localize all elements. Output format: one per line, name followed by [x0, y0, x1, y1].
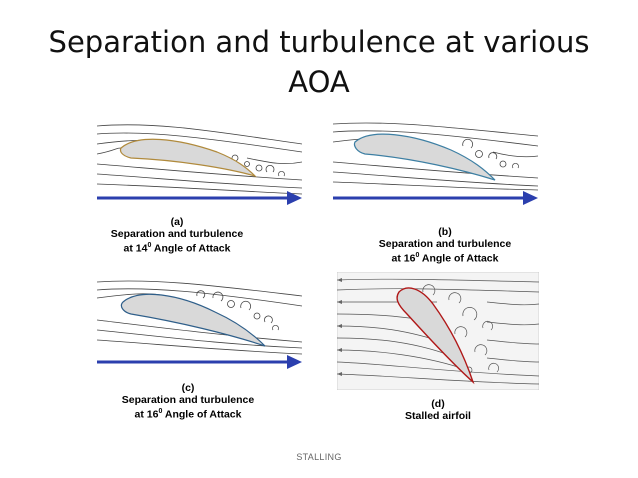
caption-a: (a) Separation and turbulence at 140 Ang… [92, 216, 262, 255]
caption-d-line1: Stalled airfoil [405, 410, 471, 422]
airfoil-b [353, 133, 496, 181]
caption-b: (b) Separation and turbulence at 160 Ang… [360, 226, 530, 265]
slide-footer: STALLING [296, 452, 342, 462]
caption-b-line1: Separation and turbulence [378, 238, 512, 250]
panel-a-diagram [97, 118, 302, 210]
caption-a-line1: Separation and turbulence [110, 228, 244, 240]
panel-b-diagram [333, 118, 538, 210]
caption-c-line1: Separation and turbulence [121, 394, 255, 406]
caption-c-line2: at 160 Angle of Attack [134, 408, 242, 421]
caption-d-letter: (d) [431, 398, 445, 410]
caption-c-letter: (c) [181, 382, 195, 394]
airfoil-a [119, 138, 258, 178]
panel-c-diagram [97, 276, 302, 374]
caption-b-line2: at 160 Angle of Attack [391, 252, 499, 265]
panel-d-diagram [337, 272, 539, 390]
title-line-2: AOA [288, 65, 350, 99]
airfoil-c [120, 293, 266, 347]
title-line-1: Separation and turbulence at various [48, 25, 590, 59]
caption-c: (c) Separation and turbulence at 160 Ang… [103, 382, 273, 421]
caption-a-line2: at 140 Angle of Attack [123, 242, 231, 255]
caption-d: (d) Stalled airfoil [368, 398, 508, 422]
caption-a-letter: (a) [170, 216, 184, 228]
slide-title: Separation and turbulence at various AOA [20, 22, 618, 102]
caption-b-letter: (b) [438, 226, 452, 238]
airfoil-d [396, 287, 475, 385]
